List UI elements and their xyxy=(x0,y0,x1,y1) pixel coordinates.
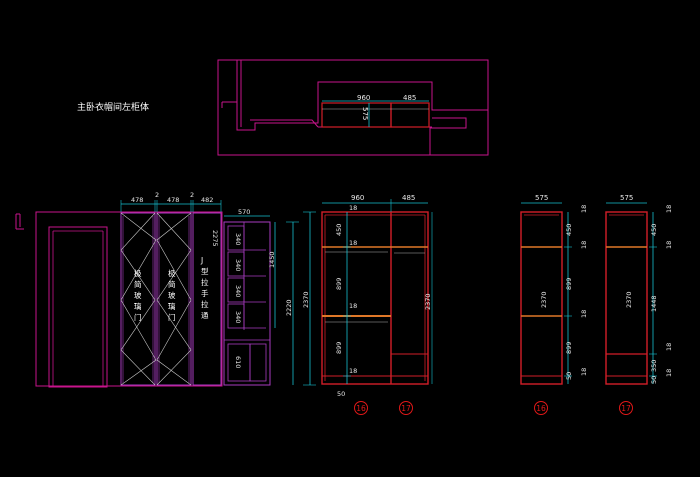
dim-2220: 2220 xyxy=(285,299,293,316)
dim-485: 485 xyxy=(402,194,415,202)
dim-482: 482 xyxy=(201,196,213,204)
dim-1450: 1450 xyxy=(268,251,276,268)
door-pattern xyxy=(156,212,192,386)
plan-dim-575: 575 xyxy=(361,107,369,120)
plan-frame xyxy=(217,59,489,156)
side-cabinet xyxy=(223,221,271,386)
dim-50: 50 xyxy=(650,376,658,384)
dim-18: 18 xyxy=(580,310,588,318)
dim-575: 575 xyxy=(620,194,633,202)
callout-16 xyxy=(534,401,548,415)
dim-18-top: 18 xyxy=(349,204,357,212)
side-section-17: 575 450 1448 350 50 18 18 18 18 2370 17 xyxy=(605,194,673,415)
dim-899-b: 899 xyxy=(335,342,343,354)
dim-1448: 1448 xyxy=(650,295,658,312)
glass-door-right xyxy=(156,212,192,386)
callout-17-label: 17 xyxy=(401,404,411,413)
dim-575: 575 xyxy=(535,194,548,202)
dim-960: 960 xyxy=(351,194,364,202)
dim-899-a: 899 xyxy=(335,278,343,290)
rack-box xyxy=(227,303,245,329)
rack-dim: 340 xyxy=(234,285,242,297)
cabinet-outline xyxy=(321,211,429,385)
callout-16-label: 16 xyxy=(356,404,366,413)
drawing-title: 主卧衣帽间左柜体 xyxy=(77,101,149,113)
dim-2-a: 2 xyxy=(155,191,159,199)
dim-18: 18 xyxy=(580,241,588,249)
section-outline xyxy=(605,211,648,385)
dim-2370: 2370 xyxy=(540,291,548,308)
dim-18: 18 xyxy=(665,369,673,377)
dim-2370-cab: 2370 xyxy=(424,293,432,310)
callout-17 xyxy=(619,401,633,415)
door-label-right: 极简玻璃门 xyxy=(168,268,176,322)
dim-899-a: 899 xyxy=(565,278,573,290)
rack-box xyxy=(227,251,245,277)
rack-box xyxy=(227,225,245,251)
pull-panel xyxy=(192,212,222,386)
door-pattern xyxy=(120,212,157,386)
dim-570: 570 xyxy=(238,208,250,216)
dim-50: 50 xyxy=(337,390,345,398)
dim-450: 450 xyxy=(565,224,573,236)
dim-899-b: 899 xyxy=(565,342,573,354)
plan-dim-485: 485 xyxy=(403,94,416,102)
dim-350: 350 xyxy=(650,360,658,372)
doorway xyxy=(48,226,108,388)
dim-18: 18 xyxy=(665,205,673,213)
dim-478-a: 478 xyxy=(131,196,143,204)
callout-16-label: 16 xyxy=(536,404,546,413)
dim-18: 18 xyxy=(349,302,357,310)
dim-50: 50 xyxy=(565,372,573,380)
dim-2-b: 2 xyxy=(190,191,194,199)
dim-2370: 2370 xyxy=(625,291,633,308)
side-section-16: 575 450 899 899 50 18 18 18 18 2370 16 xyxy=(520,194,588,415)
dim-450: 450 xyxy=(335,224,343,236)
section-outline xyxy=(520,211,563,385)
dim-478-b: 478 xyxy=(167,196,179,204)
dim-18: 18 xyxy=(349,367,357,375)
plan-wall-edge xyxy=(250,119,319,128)
drawer-dim: 610 xyxy=(234,356,242,368)
door-pattern xyxy=(156,212,192,386)
dim-18: 18 xyxy=(349,239,357,247)
plan-dim-960: 960 xyxy=(357,94,370,102)
rack-dim: 340 xyxy=(234,259,242,271)
door-pattern xyxy=(120,212,156,386)
glass-door-left xyxy=(120,212,156,386)
rack-dim: 340 xyxy=(234,311,242,323)
door-label-left: 极简玻璃门 xyxy=(134,268,142,322)
plan-wall-return xyxy=(429,117,467,155)
dim-18: 18 xyxy=(665,241,673,249)
plan-cabinet-16 xyxy=(321,102,392,128)
callout-17 xyxy=(399,401,413,415)
drawer xyxy=(249,343,267,382)
dim-18: 18 xyxy=(665,343,673,351)
dim-2370: 2370 xyxy=(302,291,310,308)
callout-16 xyxy=(354,401,368,415)
dim-18: 18 xyxy=(580,205,588,213)
plan-wall xyxy=(236,60,488,131)
dim-2275: 2275 xyxy=(211,230,219,247)
wardrobe-outline xyxy=(35,211,223,387)
cabinet-elevation: 960 485 450 899 899 50 18 18 18 18 2370 … xyxy=(321,194,433,415)
plan-cabinet-17 xyxy=(390,102,430,128)
plan-view: 960 485 575 xyxy=(217,59,489,156)
dim-450: 450 xyxy=(650,224,658,236)
callout-17-label: 17 xyxy=(621,404,631,413)
dim-18: 18 xyxy=(580,368,588,376)
rack-box xyxy=(227,277,245,303)
rack-dim: 340 xyxy=(234,233,242,245)
